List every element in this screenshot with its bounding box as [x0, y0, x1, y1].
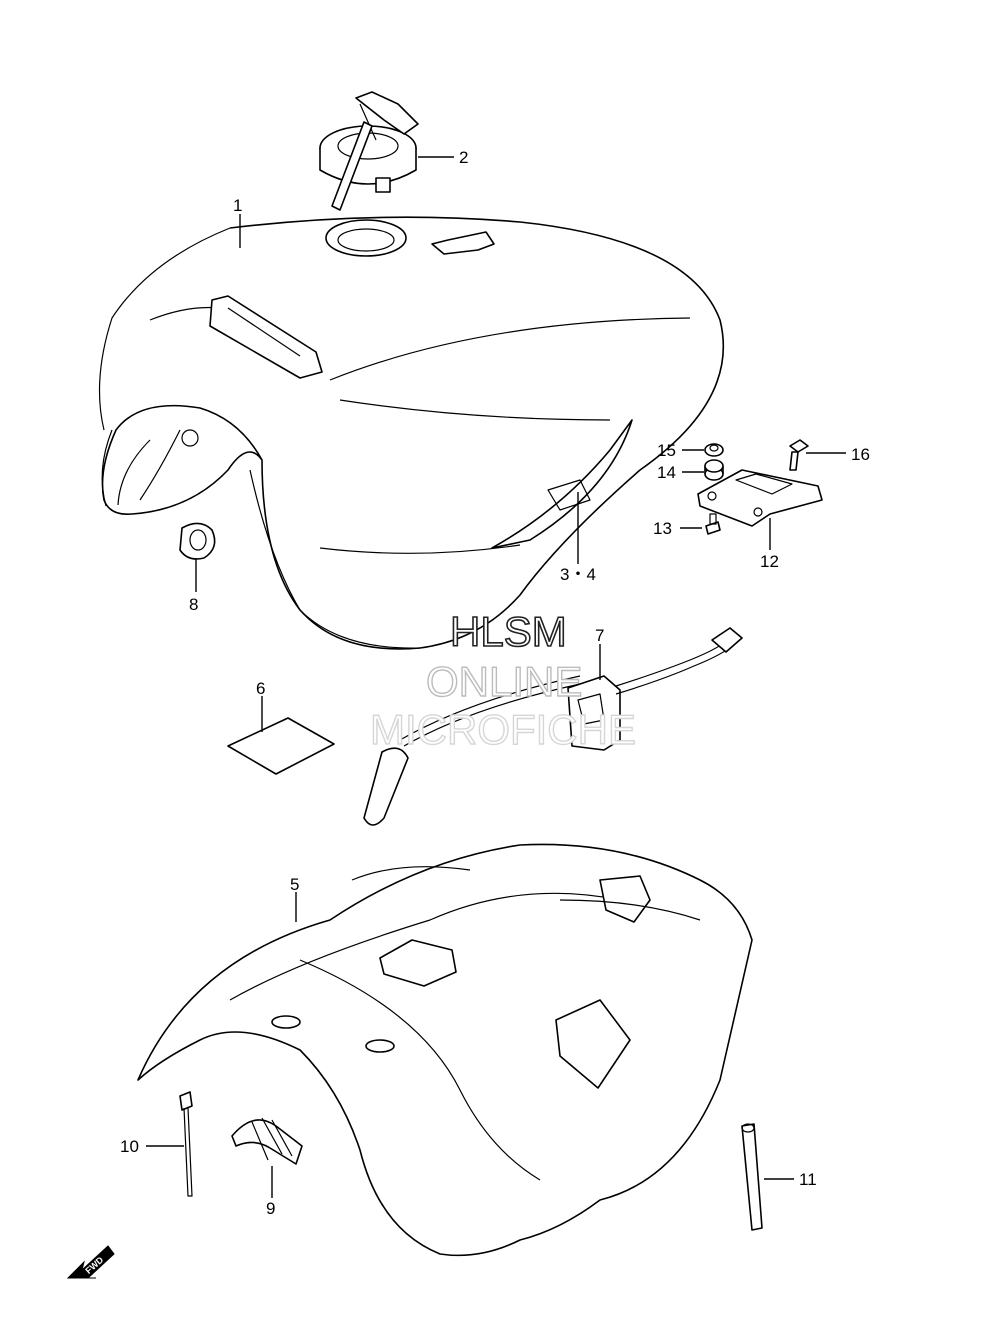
part-5-cover[interactable] — [137, 843, 753, 1257]
part-2-fuel-cap[interactable] — [319, 91, 419, 211]
callout-2: 2 — [459, 148, 468, 167]
callout-16: 16 — [851, 445, 870, 464]
part-8-grommet[interactable] — [179, 522, 216, 560]
callout-10: 10 — [120, 1137, 139, 1156]
part-13-screw[interactable] — [705, 513, 721, 535]
watermark: HLSM ONLINE MICROFICHE — [369, 607, 636, 754]
part-16-bolt[interactable] — [789, 439, 809, 471]
part-9-clamp[interactable] — [231, 1117, 303, 1165]
fwd-arrow-icon: FWD — [66, 1245, 115, 1279]
callouts: 2 1 15 16 14 13 12 3・4 8 7 6 5 10 11 9 — [120, 148, 870, 1218]
part-7-fuel-sender[interactable] — [363, 627, 743, 826]
part-10-cable-tie[interactable] — [179, 1091, 193, 1197]
callout-11: 11 — [799, 1170, 817, 1189]
watermark-line-2: ONLINE — [426, 658, 582, 705]
callout-1: 1 — [233, 196, 242, 215]
part-12-bracket[interactable] — [697, 469, 823, 527]
callout-12: 12 — [760, 552, 779, 571]
callout-15: 15 — [657, 441, 676, 460]
callout-5: 5 — [290, 875, 299, 894]
callout-8: 8 — [189, 595, 198, 614]
callout-6: 6 — [256, 679, 265, 698]
callout-7: 7 — [595, 626, 604, 645]
callout-13: 13 — [653, 519, 672, 538]
part-6-label[interactable] — [227, 717, 335, 775]
part-11-clamp-band[interactable] — [741, 1123, 763, 1231]
callout-3-4: 3・4 — [560, 565, 596, 584]
callout-9: 9 — [266, 1199, 275, 1218]
part-15-nut[interactable] — [704, 443, 724, 457]
part-1-fuel-tank[interactable] — [98, 216, 725, 650]
part-14-damper[interactable] — [704, 459, 724, 481]
watermark-line-3: MICROFICHE — [370, 706, 636, 753]
watermark-line-1: HLSM — [450, 608, 567, 655]
leader-lines — [146, 156, 846, 1198]
callout-14: 14 — [657, 463, 676, 482]
